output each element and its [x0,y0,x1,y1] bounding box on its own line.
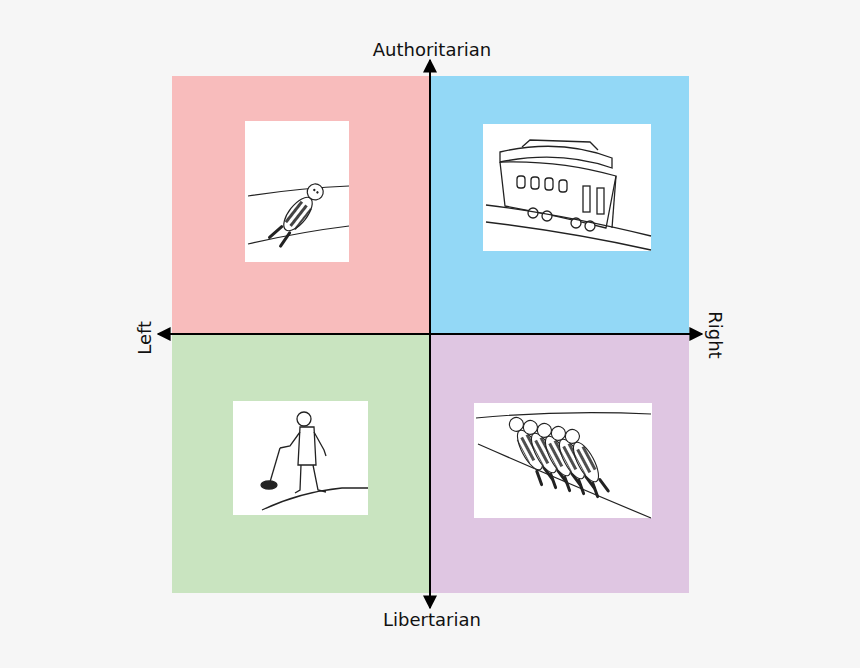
one-person-sketch [245,121,349,262]
lever-person-sketch [233,401,368,515]
axis-label-top: Authoritarian [373,40,492,60]
left-axis-arrow [158,333,430,335]
right-axis-arrow [430,333,702,335]
down-axis-arrow [429,334,431,608]
axis-label-bottom: Libertarian [383,610,481,630]
lib-left-quadrant [172,334,430,593]
auth-left-quadrant [172,76,430,334]
five-people-sketch [474,403,652,518]
auth-right-quadrant [430,76,689,334]
axis-label-right: Right [705,311,725,358]
axis-label-left: Left [135,321,155,355]
trolley-sketch [483,124,651,251]
lib-right-quadrant [430,334,689,593]
up-axis-arrow [429,60,431,334]
